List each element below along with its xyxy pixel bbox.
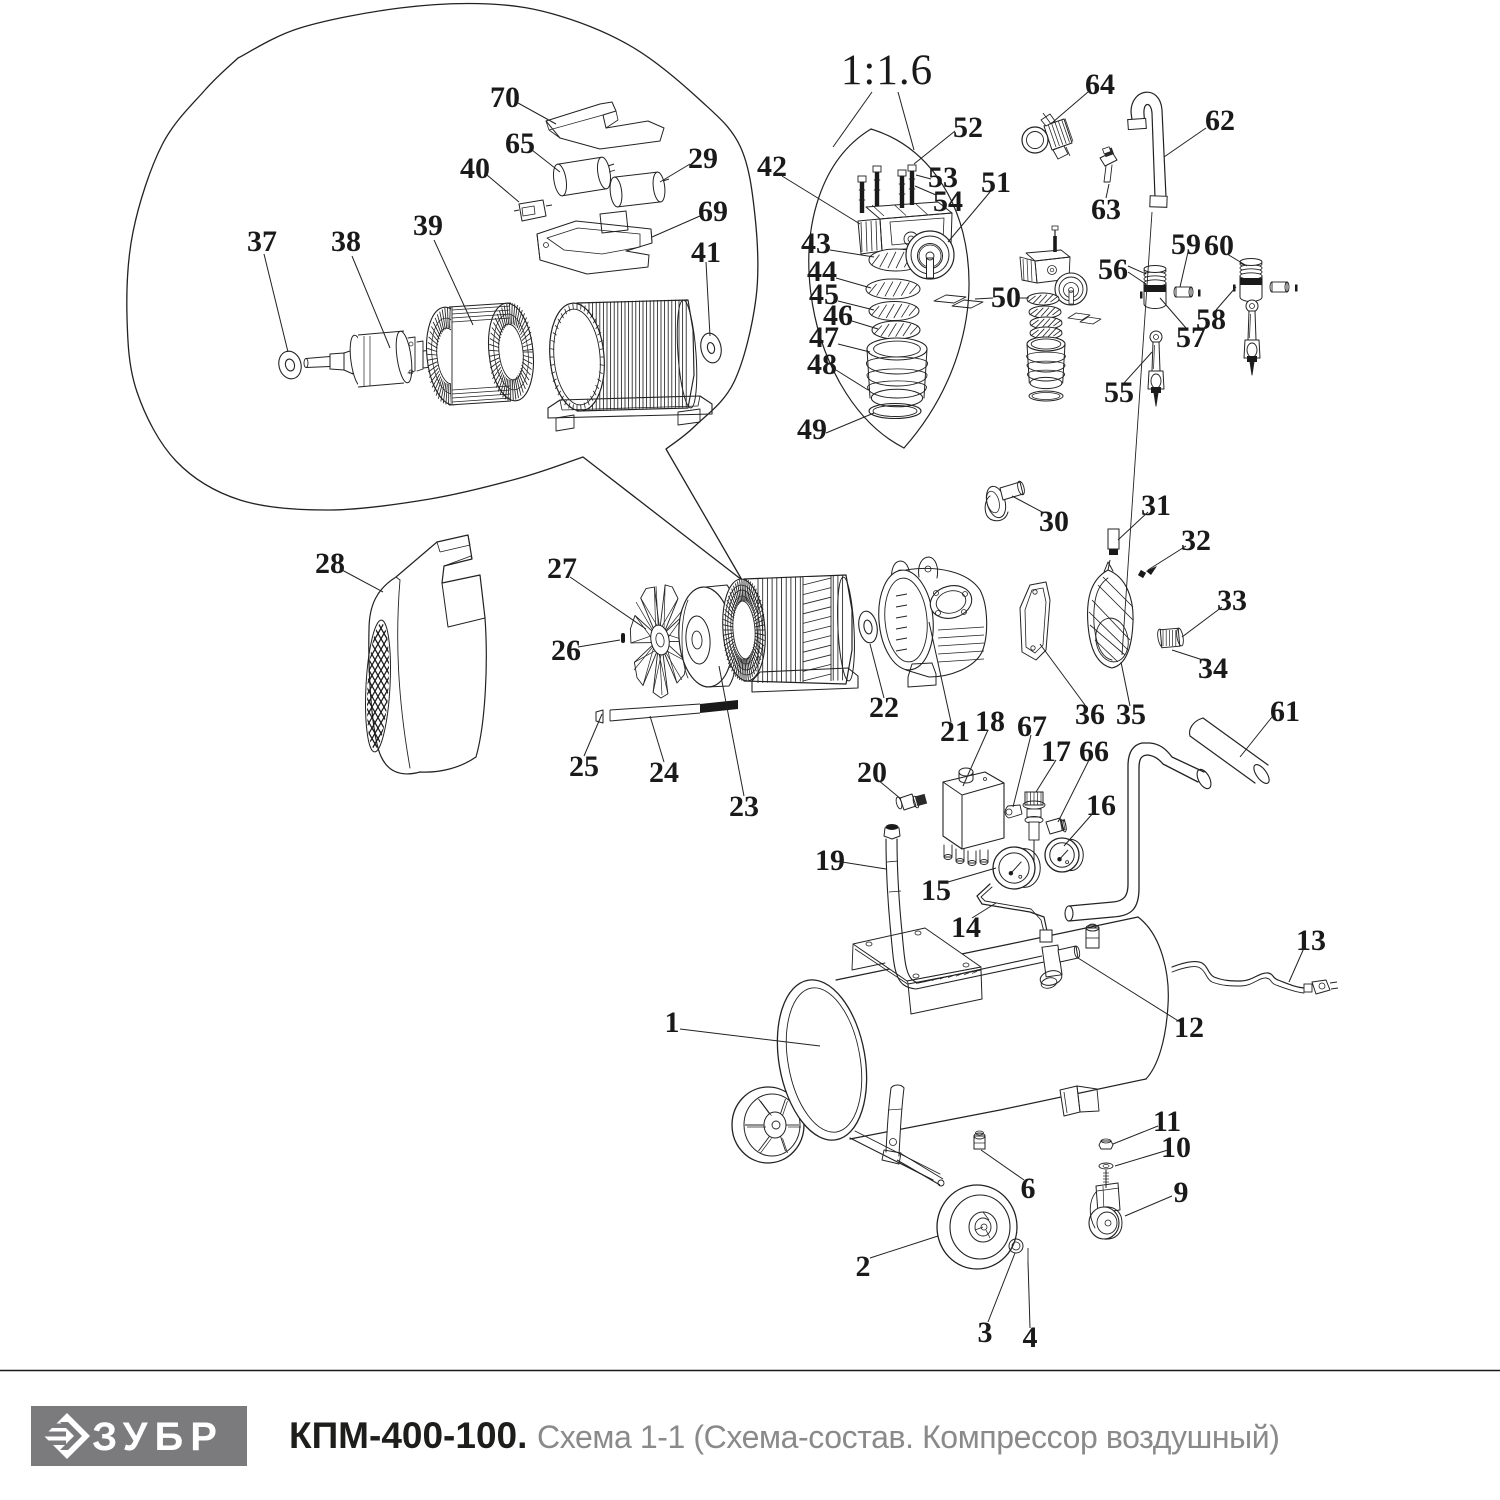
svg-text:60: 60 — [1204, 229, 1234, 262]
svg-text:4: 4 — [1023, 1321, 1038, 1354]
svg-text:19: 19 — [815, 844, 845, 877]
svg-text:1: 1 — [665, 1006, 680, 1039]
svg-text:10: 10 — [1161, 1131, 1191, 1164]
svg-text:30: 30 — [1039, 505, 1069, 538]
svg-text:52: 52 — [953, 111, 983, 144]
svg-text:64: 64 — [1085, 68, 1115, 101]
svg-text:43: 43 — [801, 227, 831, 260]
svg-text:18: 18 — [975, 705, 1005, 738]
svg-text:21: 21 — [940, 715, 970, 748]
svg-text:56: 56 — [1098, 253, 1128, 286]
svg-text:54: 54 — [933, 185, 963, 218]
svg-text:39: 39 — [413, 209, 443, 242]
svg-text:26: 26 — [551, 634, 581, 667]
svg-text:3: 3 — [978, 1316, 993, 1349]
svg-text:49: 49 — [797, 413, 827, 446]
svg-text:69: 69 — [698, 195, 728, 228]
svg-text:48: 48 — [807, 348, 837, 381]
svg-text:13: 13 — [1296, 924, 1326, 957]
svg-text:46: 46 — [823, 299, 853, 332]
svg-text:57: 57 — [1176, 321, 1206, 354]
svg-text:6: 6 — [1021, 1172, 1036, 1205]
svg-text:15: 15 — [921, 874, 951, 907]
svg-text:14: 14 — [951, 911, 981, 944]
svg-text:44: 44 — [807, 255, 837, 288]
svg-text:12: 12 — [1174, 1011, 1204, 1044]
svg-text:31: 31 — [1141, 489, 1171, 522]
svg-text:42: 42 — [757, 150, 787, 183]
svg-text:45: 45 — [809, 278, 839, 311]
svg-text:62: 62 — [1205, 104, 1235, 137]
svg-text:67: 67 — [1017, 710, 1047, 743]
svg-text:61: 61 — [1270, 695, 1300, 728]
svg-text:ЗУБР: ЗУБР — [92, 1415, 224, 1459]
svg-text:65: 65 — [505, 127, 535, 160]
svg-text:1:1.6: 1:1.6 — [841, 47, 933, 94]
svg-text:16: 16 — [1086, 789, 1116, 822]
svg-text:32: 32 — [1181, 524, 1211, 557]
svg-text:51: 51 — [981, 166, 1011, 199]
svg-text:34: 34 — [1198, 652, 1228, 685]
svg-text:КПМ-400-100.: КПМ-400-100. — [289, 1415, 527, 1456]
svg-text:50: 50 — [991, 281, 1021, 314]
svg-text:9: 9 — [1174, 1176, 1189, 1209]
svg-text:2: 2 — [856, 1250, 871, 1283]
svg-text:11: 11 — [1153, 1105, 1181, 1138]
svg-text:Схема 1-1 (Схема-состав. Компр: Схема 1-1 (Схема-состав. Компрессор возд… — [537, 1419, 1279, 1455]
svg-text:17: 17 — [1041, 735, 1071, 768]
svg-text:63: 63 — [1091, 193, 1121, 226]
svg-text:66: 66 — [1079, 735, 1109, 768]
svg-text:29: 29 — [688, 142, 718, 175]
svg-text:37: 37 — [247, 225, 277, 258]
svg-text:36: 36 — [1075, 698, 1105, 731]
svg-text:38: 38 — [331, 225, 361, 258]
svg-text:22: 22 — [869, 691, 899, 724]
svg-text:28: 28 — [315, 547, 345, 580]
svg-text:55: 55 — [1104, 376, 1134, 409]
svg-text:35: 35 — [1116, 698, 1146, 731]
svg-text:27: 27 — [547, 552, 577, 585]
svg-text:58: 58 — [1196, 303, 1226, 336]
svg-text:40: 40 — [460, 152, 490, 185]
svg-text:70: 70 — [490, 81, 520, 114]
svg-text:33: 33 — [1217, 584, 1247, 617]
svg-text:47: 47 — [809, 321, 839, 354]
svg-text:59: 59 — [1171, 228, 1201, 261]
svg-text:53: 53 — [928, 161, 958, 194]
